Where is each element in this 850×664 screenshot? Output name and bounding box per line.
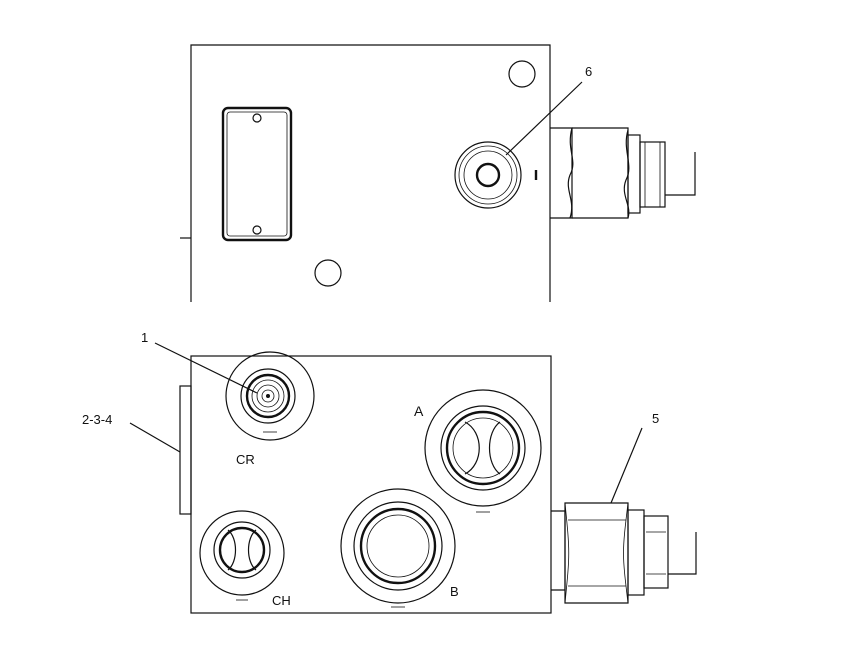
label-port-b: B bbox=[450, 584, 459, 599]
label-port-ch: CH bbox=[272, 593, 291, 608]
callout-5: 5 bbox=[652, 411, 659, 426]
callout-2-3-4: 2-3-4 bbox=[82, 412, 112, 427]
port-ch bbox=[199, 510, 285, 601]
port-b bbox=[340, 488, 456, 608]
top-port-circle-upper bbox=[508, 60, 536, 88]
top-view: 6 bbox=[180, 44, 696, 302]
port-cr bbox=[225, 351, 315, 441]
top-block-outline bbox=[190, 44, 551, 302]
port-a bbox=[424, 389, 542, 513]
cover-plate bbox=[221, 106, 293, 242]
callout-1: 1 bbox=[141, 330, 148, 345]
bottom-view: CR CH A B bbox=[82, 330, 697, 614]
label-port-a: A bbox=[414, 403, 424, 419]
top-port-circle-lower bbox=[314, 259, 342, 287]
top-side-fitting bbox=[550, 127, 696, 219]
cartridge-port-6 bbox=[454, 141, 538, 209]
side-fitting-5 bbox=[551, 502, 697, 604]
bottom-block-outline bbox=[190, 355, 552, 614]
label-port-cr: CR bbox=[236, 452, 255, 467]
side-plate bbox=[179, 385, 192, 515]
callout-6: 6 bbox=[585, 64, 592, 79]
